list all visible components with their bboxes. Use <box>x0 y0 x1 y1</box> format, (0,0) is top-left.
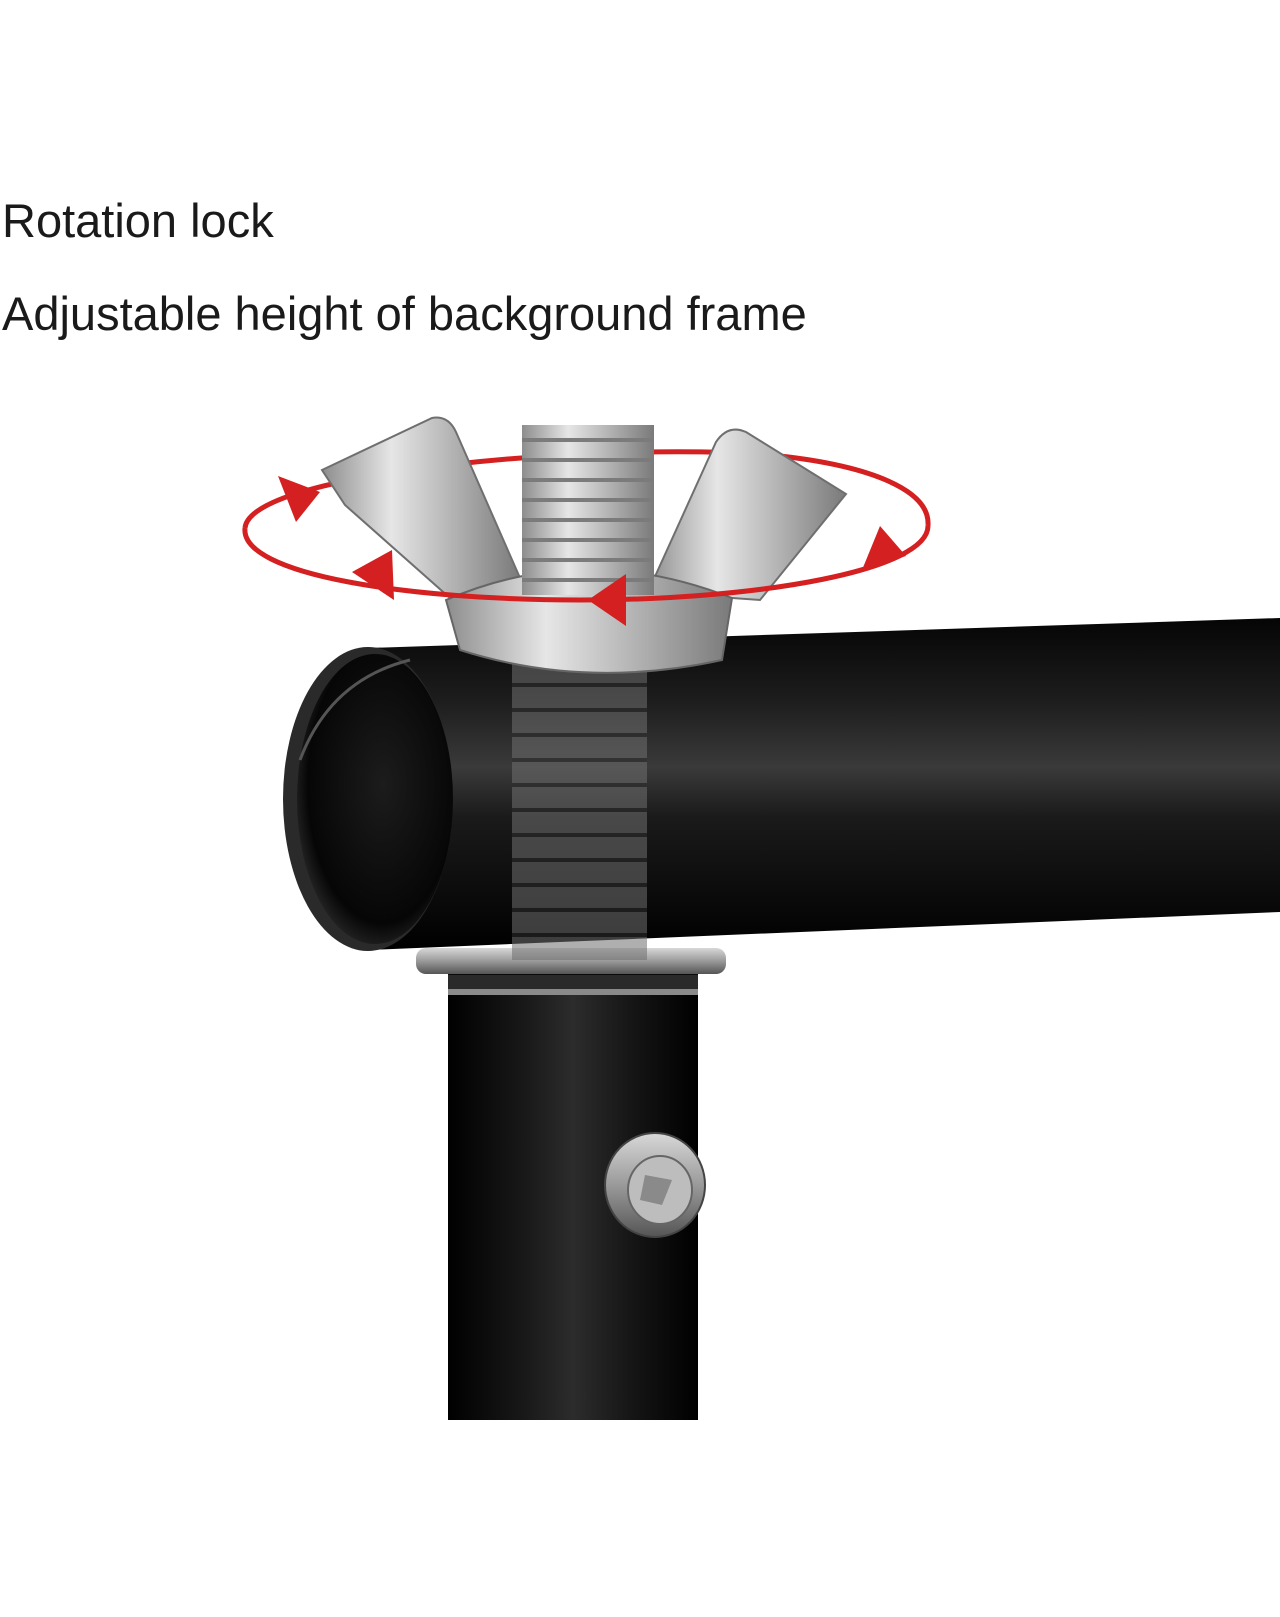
rotation-arrow-front <box>242 476 931 626</box>
side-screw-icon <box>604 1132 706 1238</box>
horizontal-tube <box>283 618 1280 951</box>
wing-nut-icon <box>320 416 848 674</box>
feature-caption-rotation-lock: Rotation lock <box>2 194 274 247</box>
washer <box>416 948 726 995</box>
threaded-bolt <box>512 640 647 960</box>
feature-caption-adjustable-height: Adjustable height of background frame <box>2 287 807 340</box>
